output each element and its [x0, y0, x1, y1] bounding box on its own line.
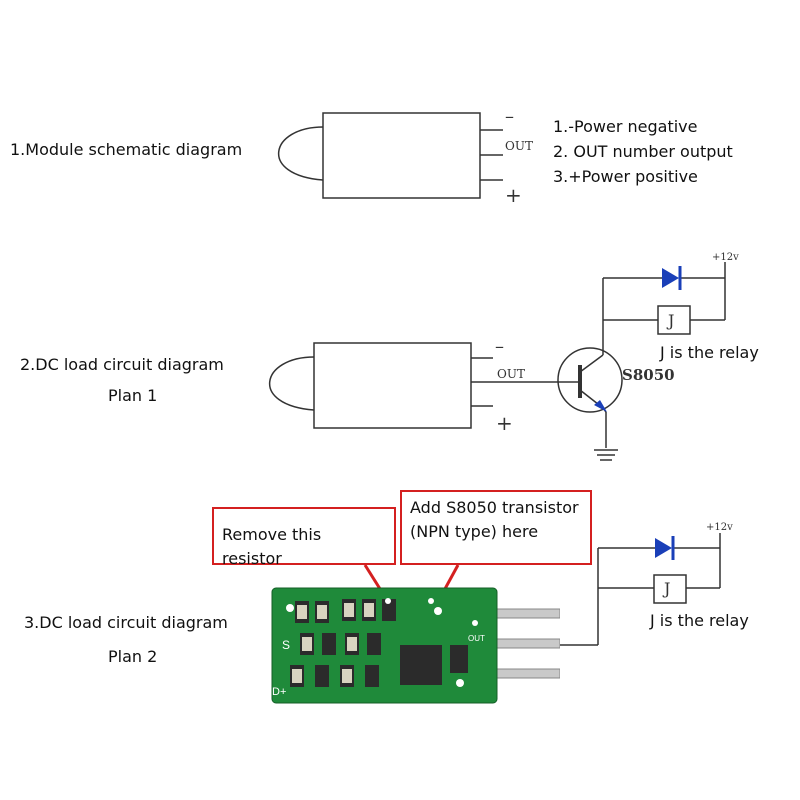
module-schematic-2: [268, 342, 557, 429]
diode-icon-2: [655, 538, 672, 558]
module-schematic-1: [277, 112, 503, 199]
s2-relay-symbol: J: [666, 311, 674, 330]
s2-pin-out: OUT: [497, 367, 525, 381]
callout-remove-text: Remove this resistor: [222, 525, 322, 568]
s1-pin-plus: +: [505, 183, 522, 207]
callout-add-line2: (NPN type) here: [410, 522, 539, 541]
pcb-mark-plus: D+: [272, 686, 286, 698]
section1-title: 1.Module schematic diagram: [10, 140, 243, 159]
pcb-mark-out: OUT: [468, 634, 485, 643]
s1-pin-minus: –: [505, 106, 514, 127]
s2-relay-note: J is the relay: [660, 343, 759, 362]
transistor-circuit: [557, 262, 726, 461]
relay-circuit-3: [538, 533, 721, 646]
s3-relay-symbol: J: [662, 579, 670, 598]
section2-plan: Plan 1: [108, 386, 158, 405]
pin-legend-2: 2. OUT number output: [553, 142, 733, 161]
section3-plan: Plan 2: [108, 647, 158, 666]
s1-pin-out: OUT: [505, 139, 533, 153]
s3-relay-note: J is the relay: [650, 611, 749, 630]
s2-transistor-label: S8050: [622, 366, 675, 384]
pin-legend-3: 3.+Power positive: [553, 167, 698, 186]
s2-pin-plus: +: [496, 411, 513, 435]
pin-legend: 1.-Power negative 2. OUT number output 3…: [553, 114, 733, 189]
diode-icon: [662, 268, 679, 288]
section2-title: 2.DC load circuit diagram: [20, 355, 224, 374]
pcb-drawing: S D+ OUT: [271, 587, 561, 704]
pin-legend-1: 1.-Power negative: [553, 117, 698, 136]
section3-title: 3.DC load circuit diagram: [24, 613, 228, 632]
callout-remove-resistor: Remove this resistor: [212, 507, 396, 568]
callout-add-line1: Add S8050 transistor: [410, 498, 579, 517]
pcb-module-photo: S D+ OUT: [270, 583, 561, 708]
emitter-arrow: [594, 400, 607, 412]
pcb-mark-s: S: [282, 638, 290, 652]
s3-supply-label: +12v: [706, 522, 733, 533]
s2-pin-minus: –: [495, 336, 504, 357]
callout-add-transistor: Add S8050 transistor (NPN type) here: [400, 490, 592, 565]
s2-supply-label: +12v: [712, 252, 739, 263]
